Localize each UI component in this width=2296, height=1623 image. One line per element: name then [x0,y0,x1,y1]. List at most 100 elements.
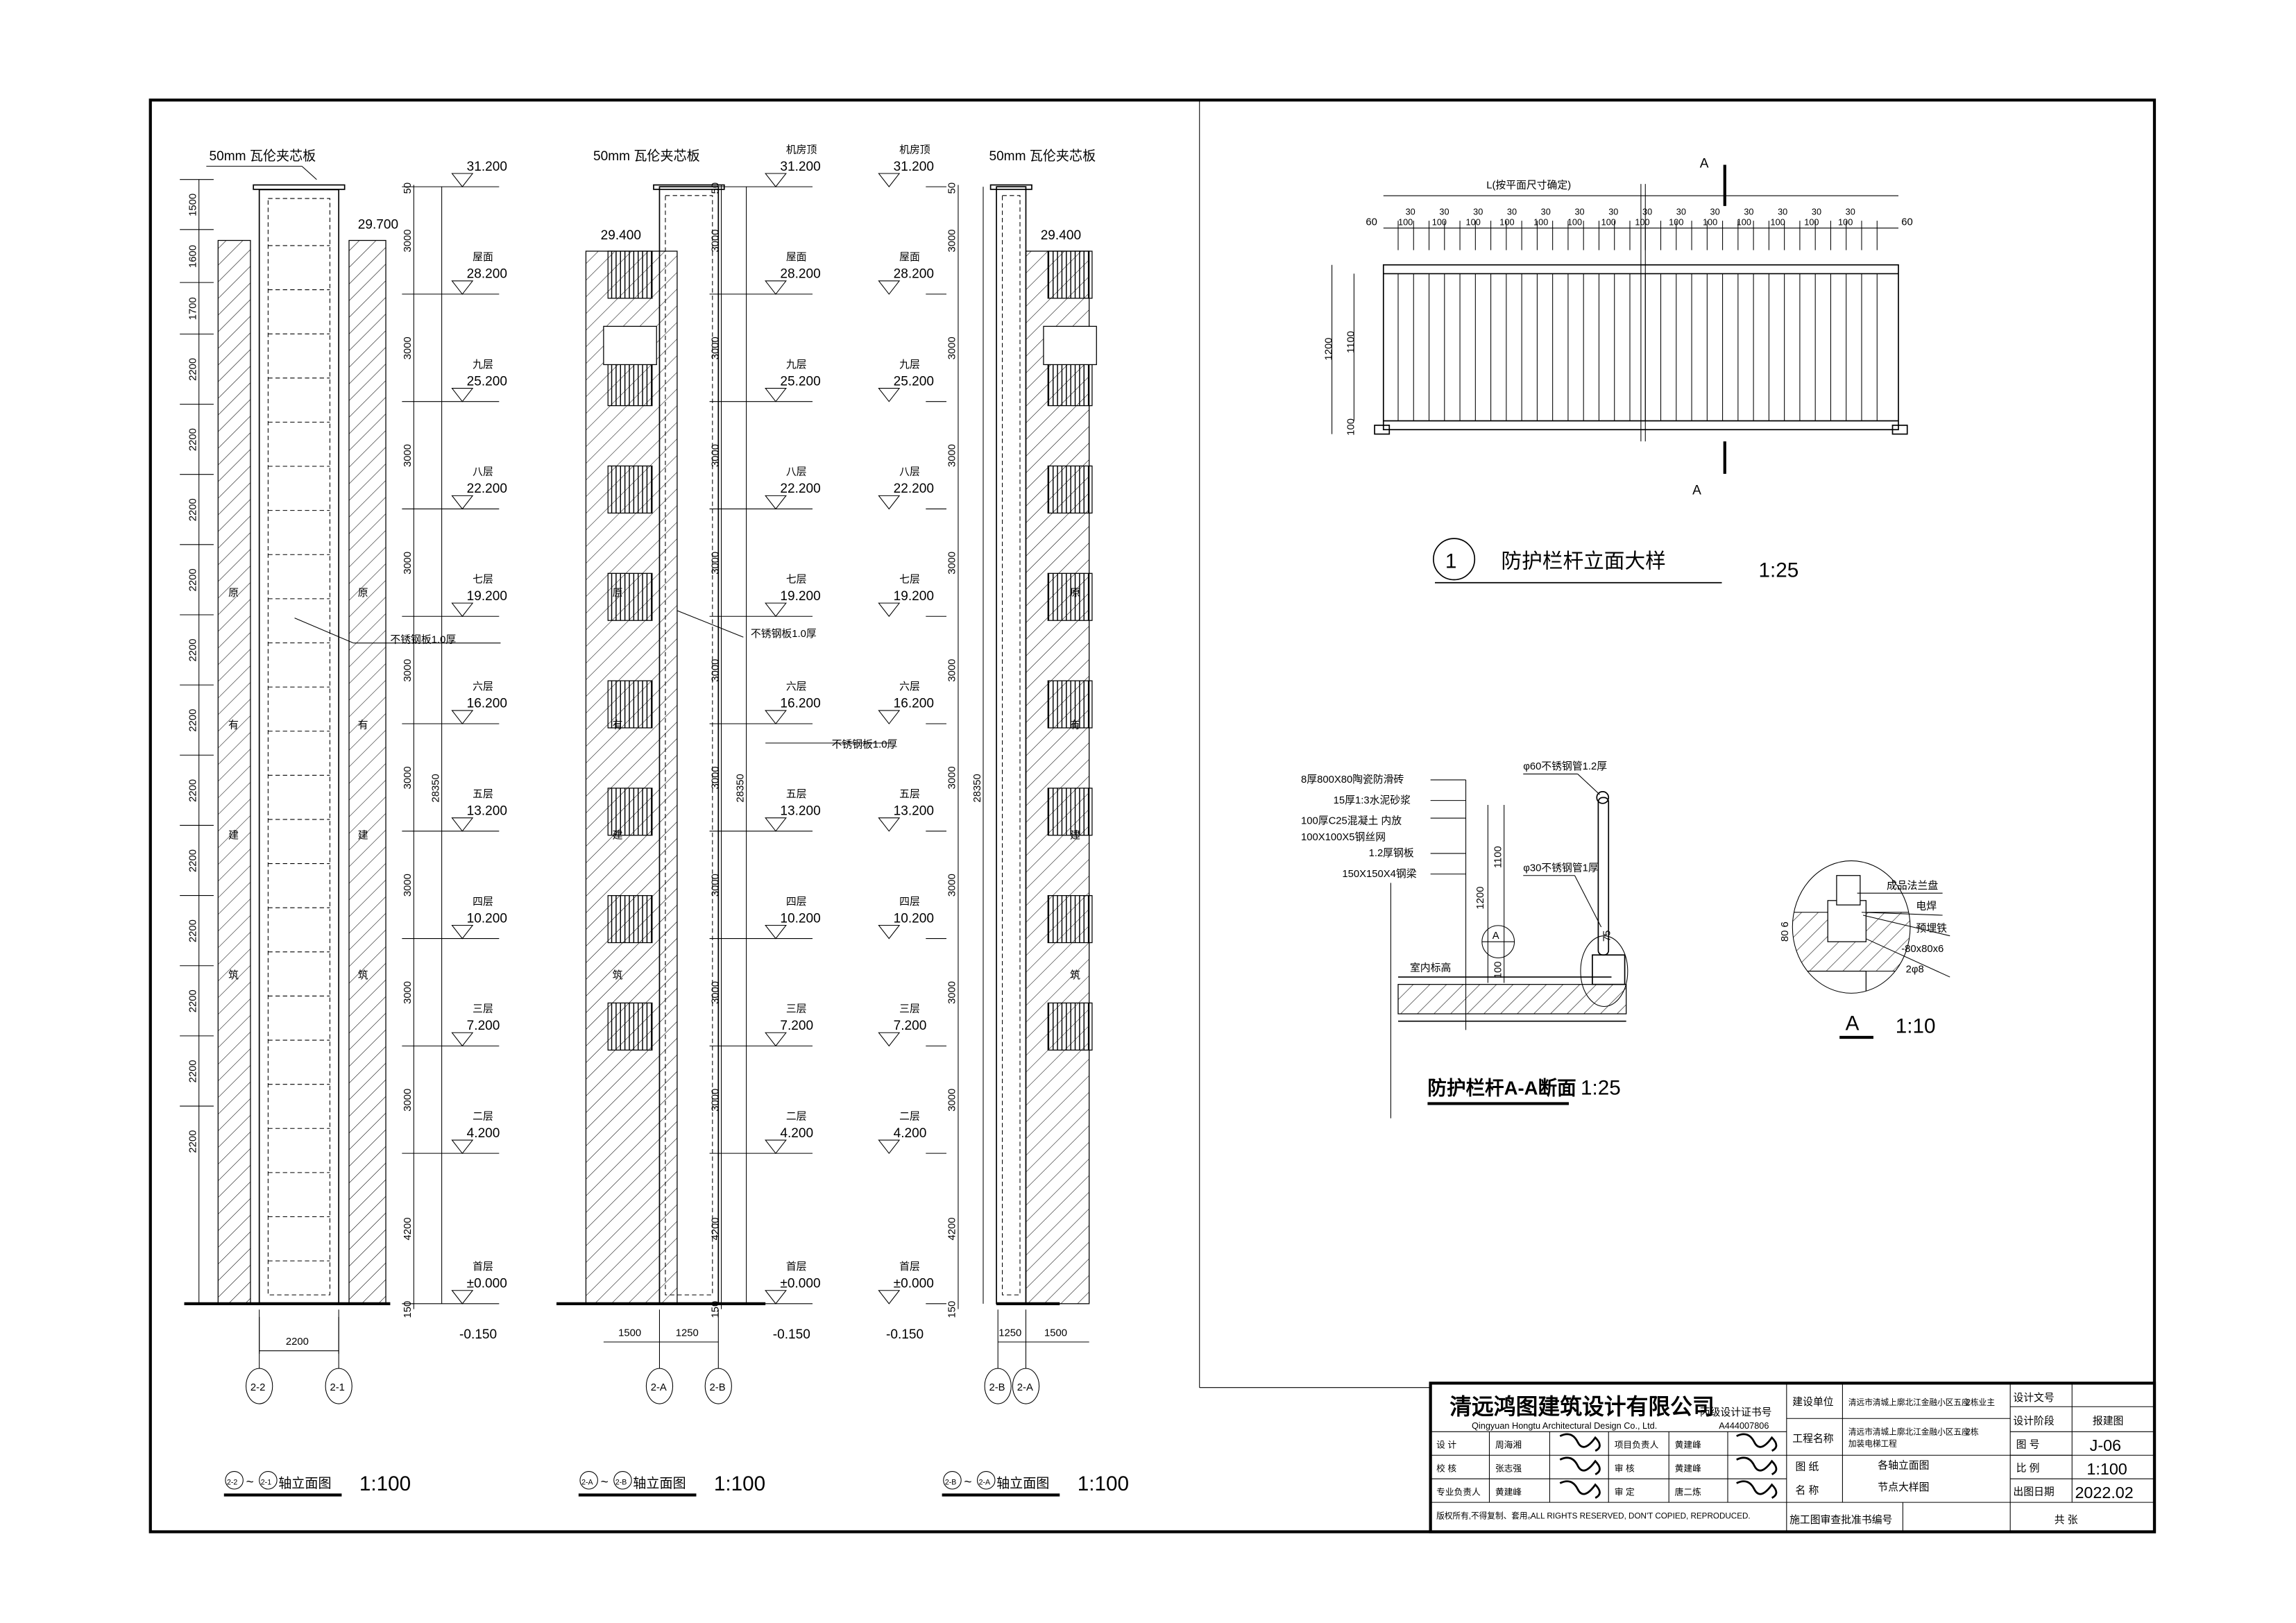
level-triangle [765,495,787,510]
level-value: 19.200 [467,589,507,604]
client-suffix: 2栋业主 [1966,1397,1996,1407]
bar-dim: 100 [1466,216,1481,227]
height-dim-1200: 1200 [1324,338,1335,361]
gap-dim: 30 [1676,207,1686,217]
floor-name: 八层 [473,467,493,478]
floor-name: 七层 [473,573,493,585]
elevation-scale: 1:100 [714,1472,765,1495]
floor-name: 屋面 [899,252,920,263]
floor-name: 五层 [899,789,920,800]
project-suffix: 2栋 [1966,1427,1979,1437]
existing-building-label: 有 [613,720,623,731]
bar-dim: 100 [1398,216,1413,227]
floor-name: 四层 [899,897,920,908]
below-grade-level: -0.150 [886,1327,924,1342]
date-label: 出图日期 [2013,1486,2054,1498]
roof-panel [253,184,346,190]
roof-panel-note: 50mm 瓦伦夹芯板 [210,148,316,164]
existing-building-wall [217,239,251,1305]
gap-dim: 30 [1710,207,1720,217]
level-triangle [878,388,901,402]
gap-dim: 30 [1846,207,1855,217]
floor-slab [1397,984,1627,1014]
gap-dim: 30 [1473,207,1483,217]
floor-name: 二层 [899,1111,920,1122]
top-dim: 50 [710,182,721,194]
existing-building-block [585,250,678,1305]
gap-dim: 30 [1507,207,1517,217]
level-triangle [451,495,474,510]
cert-label: 丙级设计证书号 [1700,1407,1772,1418]
width-dim: 2200 [286,1336,309,1348]
leader [677,610,744,638]
elevation-2-A-to-2-B: 50mm 瓦伦夹芯板29.400原有建筑31.200机房顶28.200屋面25.… [556,144,898,1497]
railing-frame [1382,264,1899,431]
detail-label: -80x80x6 [1901,944,1944,955]
floor-name: 三层 [473,1004,493,1015]
level-value: 13.200 [780,804,820,818]
level-triangle [451,1290,474,1305]
level-triangle [451,602,474,618]
level-triangle [765,280,787,295]
tb-role2: 审 核 [1615,1463,1635,1474]
bar-dim: 100 [1669,216,1683,227]
level-triangle [451,173,474,187]
left-dim: 2200 [187,779,198,802]
post-base-right [1891,424,1908,435]
top-dim: 50 [947,182,958,194]
existing-building-label: 筑 [228,969,239,981]
floor-name: 屋面 [473,252,493,263]
level-triangle [765,1290,787,1305]
floor-height-dim: 4200 [710,1217,721,1240]
level-triangle [765,173,787,187]
detail-label: 预埋铁 [1916,922,1947,934]
level-value: 25.200 [467,374,507,389]
tb-role2: 项目负责人 [1615,1440,1659,1450]
indoor-level-label: 室内标高 [1410,962,1451,974]
floor-height-dim: 3000 [710,874,721,897]
floor-height-dim: 3000 [402,229,414,252]
level-triangle [451,280,474,295]
cert-number: A444007806 [1719,1420,1769,1431]
level-value: 31.200 [894,160,934,174]
layer-label: 100X100X5钢丝网 [1301,831,1386,843]
roof-panel-note: 50mm 瓦伦夹芯板 [989,148,1096,164]
floor-height-dim: 3000 [947,229,958,252]
tilde: ~ [601,1475,609,1490]
signature [1736,1456,1778,1476]
floor-height-dim: 3000 [402,337,414,359]
level-triangle [878,280,901,295]
level-value: 7.200 [780,1019,813,1033]
floor-height-dim: 3000 [402,444,414,467]
existing-building-block [1025,250,1090,1305]
left-dim: 2200 [187,639,198,662]
level-value: 13.200 [467,804,507,818]
top-dim: 50 [402,182,414,194]
end-dim-left: 60 [1366,216,1377,228]
signature [1559,1433,1601,1452]
axis-circle [613,1471,632,1490]
elevation-scale: 1:100 [1078,1472,1129,1495]
level-triangle [878,173,901,187]
bar-dim: 100 [1432,216,1447,227]
level-value: 4.200 [894,1126,927,1141]
level-triangle [765,924,787,940]
level-triangle [765,817,787,832]
layer-label: 150X150X4钢梁 [1342,868,1416,880]
floor-name: 八层 [786,467,807,478]
tilde: ~ [964,1475,971,1490]
gap-dim: 30 [1778,207,1787,217]
client-label: 建设单位 [1792,1396,1833,1408]
window-opening [607,680,653,729]
axis-label: 2-2 [250,1382,265,1393]
floor-height-dim: 4200 [402,1217,414,1240]
axis-label: 2-A [651,1382,667,1393]
signature [1736,1433,1778,1452]
bar-dim: 100 [1703,216,1717,227]
window-opening [1047,465,1093,514]
floor-height-dim: 3000 [947,766,958,789]
railing-elevation-title: 防护栏杆立面大样 [1501,550,1665,573]
level-triangle [765,388,787,402]
level-triangle [878,710,901,724]
